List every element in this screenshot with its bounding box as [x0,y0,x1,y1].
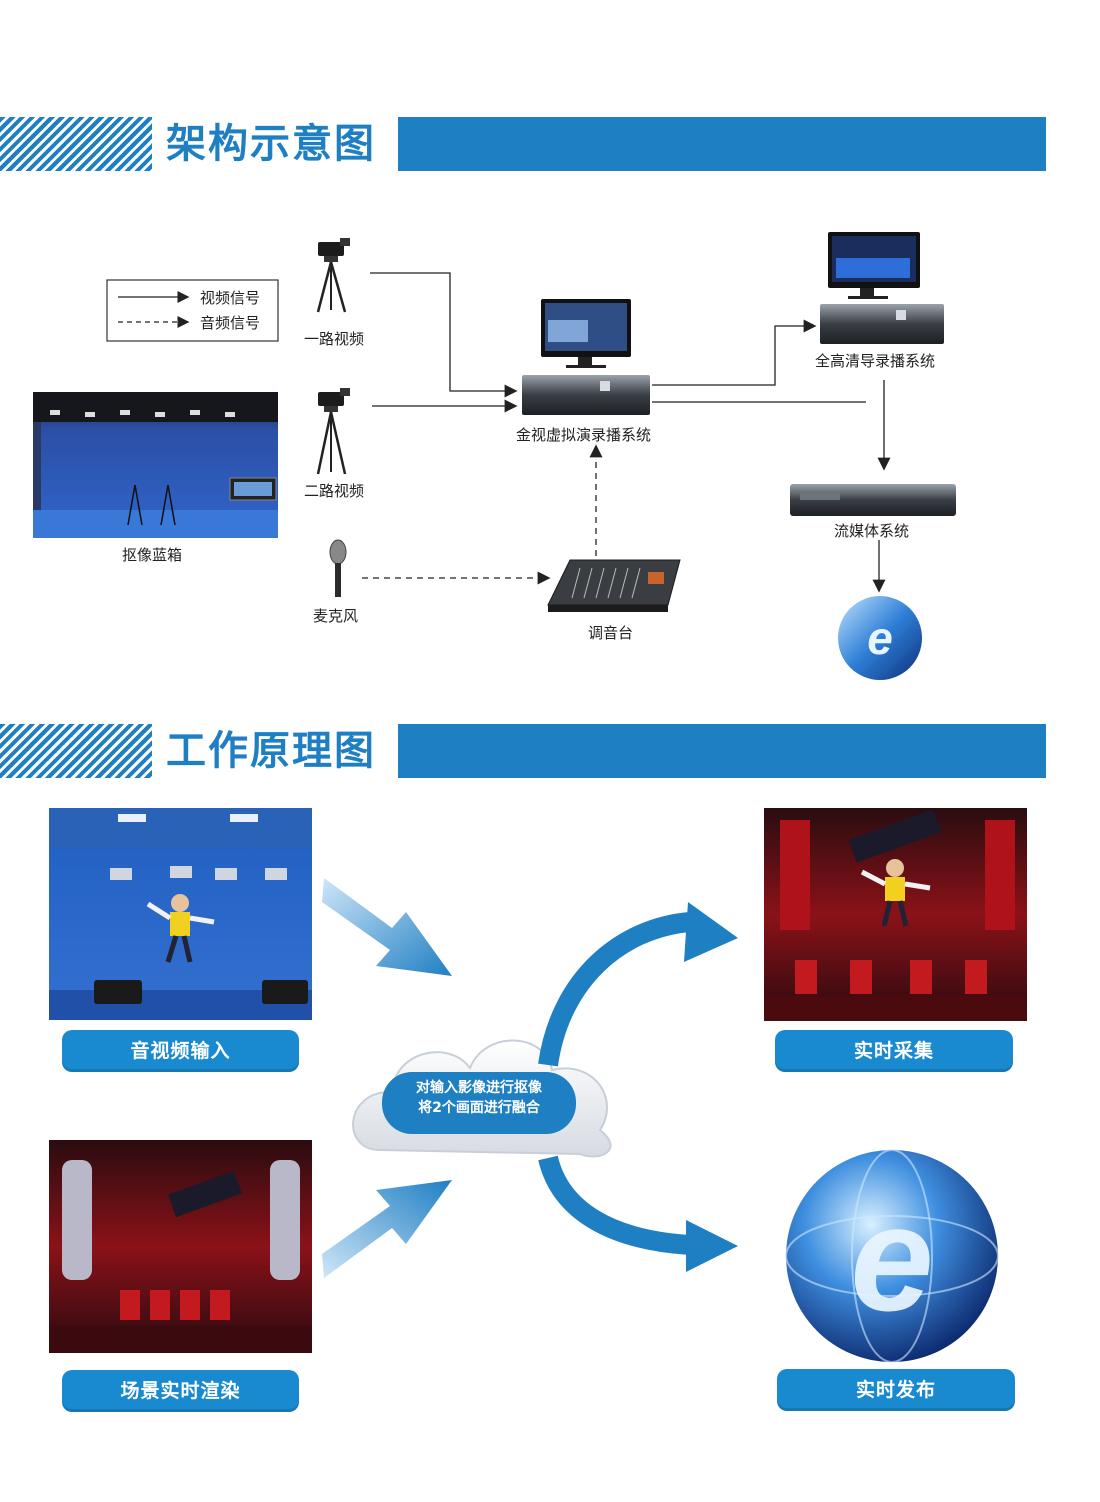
input-button[interactable]: 音视频输入 [62,1030,299,1072]
microphone-icon [329,539,347,597]
architecture-diagram: e [33,232,956,680]
camera-1-icon [316,238,350,313]
cloud-text: 对输入影像进行抠像 将2个画面进行融合 [382,1078,576,1118]
banner-stripes [0,724,165,778]
banner-bar [398,724,1046,778]
banner-bar [398,117,1046,171]
internet-globe-icon: e [785,1149,999,1363]
legend-video-signal-label: 视频信号 [200,289,261,307]
microphone-label: 麦克风 [313,607,359,625]
virtual-system-label: 金视虚拟演录播系统 [516,426,652,444]
streaming-system-label: 流媒体系统 [834,522,910,540]
mixer-icon [547,559,681,612]
mixer-label: 调音台 [588,624,634,642]
publish-button[interactable]: 实时发布 [777,1369,1015,1411]
capture-button[interactable]: 实时采集 [775,1030,1013,1072]
cloud-text-line-1: 对输入影像进行抠像 [416,1080,542,1096]
section-title-architecture: 架构示意图 [152,117,390,171]
hd-system-label: 全高清导录播系统 [815,352,936,370]
camera-2-icon [316,388,350,475]
render-arrow-icon [322,1180,452,1278]
capture-photo [764,808,1027,1021]
camera-1-label: 一路视频 [304,330,365,348]
svg-text:e: e [850,1174,933,1342]
studio-input-photo [49,808,312,1020]
virtual-system-device [522,299,650,415]
streaming-server-device [790,484,956,516]
banner-stripes [0,117,165,171]
input-arrow-icon [322,878,452,976]
connection-arrows [362,272,891,593]
cloud-icon [352,1039,612,1158]
output-arrows [538,902,738,1272]
scene-render-photo [49,1140,312,1353]
svg-text:e: e [867,612,893,664]
hd-system-device [820,232,944,344]
bluebox-photo [33,392,278,538]
cloud-text-line-2: 将2个画面进行融合 [418,1100,540,1116]
legend [106,279,279,342]
legend-audio-signal-label: 音频信号 [200,314,261,332]
internet-globe-small-icon: e [838,596,922,680]
section-title-principle: 工作原理图 [152,724,390,778]
bluebox-label: 抠像蓝箱 [122,546,183,564]
camera-2-label: 二路视频 [304,482,365,500]
principle-diagram: e [49,808,1027,1363]
scene-render-button[interactable]: 场景实时渲染 [62,1370,299,1412]
